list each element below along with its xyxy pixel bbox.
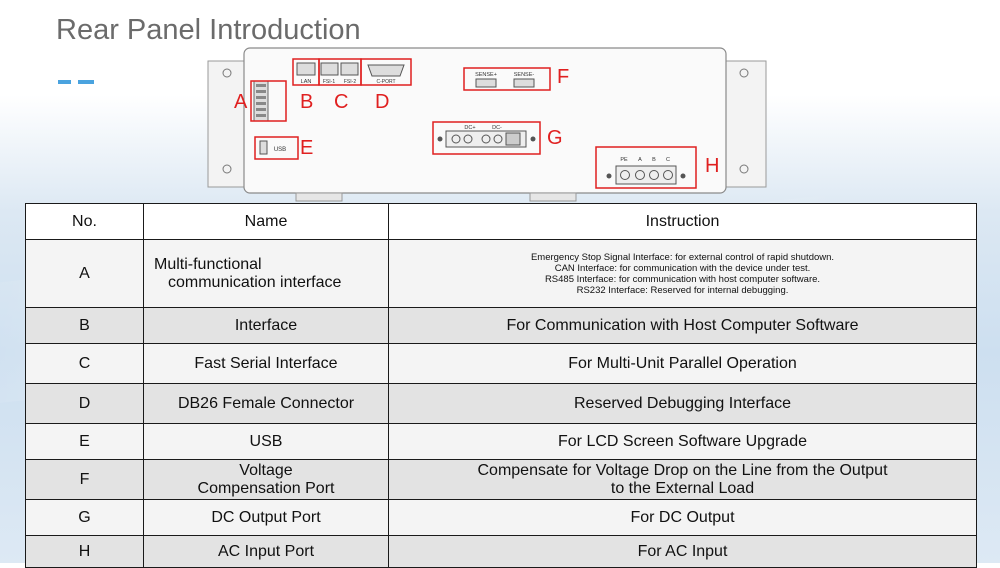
table-row: A Multi-functional communication interfa… xyxy=(25,239,977,308)
callout-box-a xyxy=(250,80,287,122)
screw-icon xyxy=(222,164,232,174)
callout-letter-f: F xyxy=(557,66,570,88)
cell-name: DC Output Port xyxy=(143,499,389,536)
callout-box-e xyxy=(254,136,299,160)
cell-no: B xyxy=(25,307,144,344)
screw-icon xyxy=(222,68,232,78)
ac-c-label: C xyxy=(666,157,670,163)
cell-instruction: Reserved Debugging Interface xyxy=(388,383,977,424)
callout-letter-d: D xyxy=(375,91,390,113)
sense-terminal-icon xyxy=(513,78,535,88)
title-accent-dash xyxy=(58,80,71,84)
header-no: No. xyxy=(25,203,144,240)
fsi-port-icon xyxy=(320,62,339,76)
instruction-line: to the External Load xyxy=(610,479,755,497)
callout-box-f xyxy=(463,67,551,91)
cell-no: A xyxy=(25,239,144,308)
table-row: F Voltage Compensation Port Compensate f… xyxy=(25,459,977,500)
dc-neg-label: DC- xyxy=(492,125,502,131)
name-line: Multi-functional xyxy=(154,255,262,273)
callout-letter-a: A xyxy=(234,91,248,113)
cell-no: F xyxy=(25,459,144,500)
cell-no: C xyxy=(25,343,144,384)
callout-letter-c: C xyxy=(334,91,349,113)
callout-letter-g: G xyxy=(547,127,563,149)
ac-terminal-icon xyxy=(615,165,677,185)
cell-name: Fast Serial Interface xyxy=(143,343,389,384)
sense-pos-label: SENSE+ xyxy=(475,72,497,78)
callout-box-d xyxy=(360,58,412,86)
instruction-line: CAN Interface: for communication with th… xyxy=(554,262,811,274)
mounting-ear-left xyxy=(207,60,249,188)
screw-icon xyxy=(680,173,686,179)
usb-port-icon xyxy=(259,140,268,155)
cell-instruction: Compensate for Voltage Drop on the Line … xyxy=(388,459,977,500)
interface-table: No. Name Instruction A Multi-functional … xyxy=(25,203,977,568)
pe-label: PE xyxy=(620,157,628,163)
screw-icon xyxy=(530,136,536,142)
cell-instruction: Emergency Stop Signal Interface: for ext… xyxy=(388,239,977,308)
screw-icon xyxy=(739,164,749,174)
callout-letter-h: H xyxy=(705,155,720,177)
cell-name: DB26 Female Connector xyxy=(143,383,389,424)
fsi2-label: FSI-2 xyxy=(344,79,356,85)
callout-box-h xyxy=(595,146,697,189)
header-instruction: Instruction xyxy=(388,203,977,240)
rear-panel-diagram: LAN FSI-1 FSI-2 C-PORT SENSE+ SENSE- USB… xyxy=(207,47,767,202)
cell-instruction: For DC Output xyxy=(388,499,977,536)
lan-label: LAN xyxy=(301,79,312,85)
cell-instruction: For Multi-Unit Parallel Operation xyxy=(388,343,977,384)
screw-icon xyxy=(739,68,749,78)
cport-label: C-PORT xyxy=(376,79,395,85)
table-row: D DB26 Female Connector Reserved Debuggi… xyxy=(25,383,977,424)
callout-box-g xyxy=(432,121,541,155)
cell-instruction: For LCD Screen Software Upgrade xyxy=(388,423,977,460)
table-row: G DC Output Port For DC Output xyxy=(25,499,977,536)
instruction-line: RS485 Interface: for communication with … xyxy=(544,273,821,285)
table-header-row: No. Name Instruction xyxy=(25,203,977,240)
cell-no: E xyxy=(25,423,144,460)
mounting-ear-right xyxy=(725,60,767,188)
fsi-port-icon xyxy=(340,62,359,76)
screw-icon xyxy=(606,173,612,179)
foot xyxy=(295,192,343,202)
db26-connector-icon xyxy=(367,64,405,77)
screw-icon xyxy=(437,136,443,142)
callout-letter-e: E xyxy=(300,137,314,159)
title-accent-dash xyxy=(78,80,94,84)
usb-label: USB xyxy=(274,147,286,153)
table-row: B Interface For Communication with Host … xyxy=(25,307,977,344)
ac-a-label: A xyxy=(638,157,642,163)
cell-name: Multi-functional communication interface xyxy=(143,239,389,308)
dc-pos-label: DC+ xyxy=(464,125,475,131)
lan-port-icon xyxy=(296,62,316,76)
table-row: C Fast Serial Interface For Multi-Unit P… xyxy=(25,343,977,384)
cell-name: Interface xyxy=(143,307,389,344)
cell-instruction: For Communication with Host Computer Sof… xyxy=(388,307,977,344)
instruction-line: Emergency Stop Signal Interface: for ext… xyxy=(530,251,835,263)
ac-b-label: B xyxy=(652,157,656,163)
cell-no: G xyxy=(25,499,144,536)
header-name: Name xyxy=(143,203,389,240)
table-row: E USB For LCD Screen Software Upgrade xyxy=(25,423,977,460)
sense-terminal-icon xyxy=(475,78,497,88)
callout-letter-b: B xyxy=(300,91,314,113)
instruction-line: Compensate for Voltage Drop on the Line … xyxy=(477,461,888,479)
foot xyxy=(529,192,577,202)
cell-name: USB xyxy=(143,423,389,460)
name-line: communication interface xyxy=(168,273,342,291)
fsi1-label: FSI-1 xyxy=(323,79,335,85)
instruction-line: RS232 Interface: Reserved for internal d… xyxy=(576,284,789,296)
cell-no: D xyxy=(25,383,144,424)
name-line: Voltage xyxy=(239,461,293,479)
name-line: Compensation Port xyxy=(197,479,335,497)
page-title: Rear Panel Introduction xyxy=(56,14,361,46)
cell-name: Voltage Compensation Port xyxy=(143,459,389,500)
sense-neg-label: SENSE- xyxy=(514,72,535,78)
